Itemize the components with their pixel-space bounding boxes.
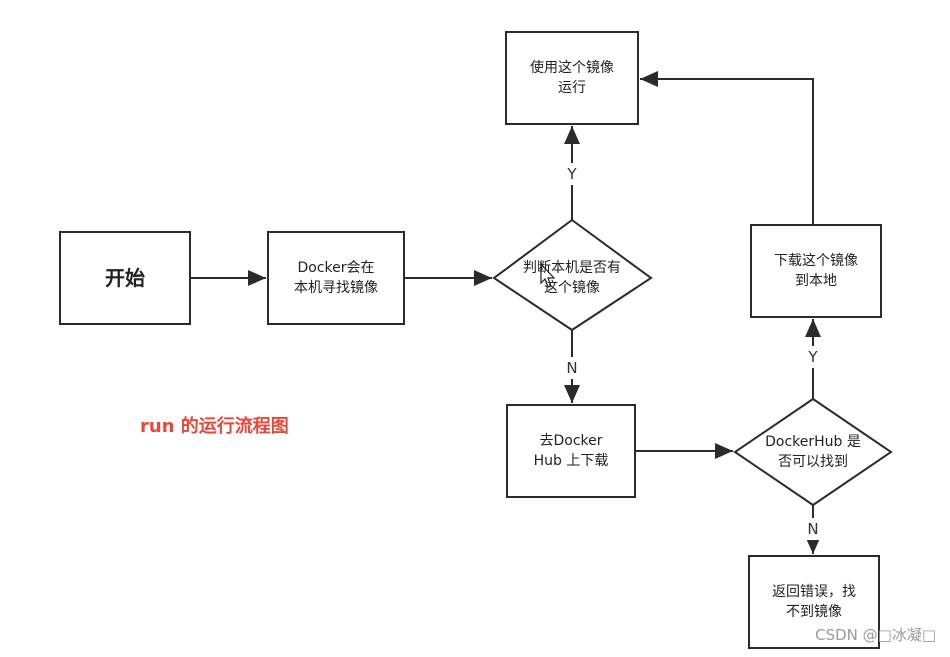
edge-download-to-use	[640, 71, 814, 225]
error-box	[748, 555, 880, 649]
diagram-caption: run 的运行流程图	[140, 416, 289, 437]
watermark: CSDN @□冰凝□	[815, 626, 936, 644]
local-decision-label: 判断本机是否有 这个镜像	[523, 260, 621, 296]
start-box	[59, 231, 191, 325]
start-label: 开始	[105, 266, 145, 290]
error-label: 返回错误，找 不到镜像	[772, 584, 856, 620]
dockerhub-pull-label: 去Docker Hub 上下载	[533, 433, 609, 469]
use-image-box	[505, 31, 639, 125]
docker-search-box	[267, 231, 405, 325]
edge-label-yes-hub: Y	[808, 348, 818, 366]
edge-label-no-hub: N	[807, 520, 819, 538]
download-image-label: 下载这个镜像 到本地	[774, 253, 858, 289]
cursor-icon	[540, 262, 556, 288]
use-image-label: 使用这个镜像 运行	[530, 60, 614, 96]
docker-search-label: Docker会在 本机寻找镜像	[294, 260, 378, 296]
edge-label-no-local: N	[566, 359, 578, 377]
hub-decision-label: DockerHub 是 否可以找到	[765, 434, 861, 470]
edge-label-yes-local: Y	[567, 165, 577, 183]
dockerhub-pull-box	[506, 404, 636, 498]
download-image-box	[750, 224, 882, 318]
